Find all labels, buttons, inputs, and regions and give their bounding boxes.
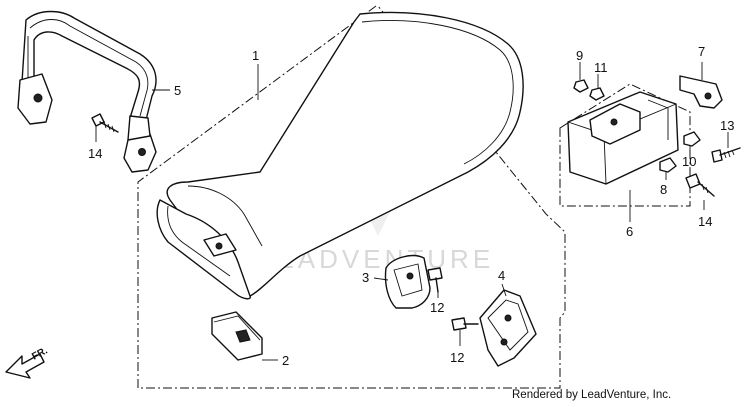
- leader-4: [501, 283, 507, 297]
- part-label-2: 2: [282, 353, 289, 368]
- part-label-7: 7: [698, 44, 705, 59]
- plate: [211, 311, 263, 361]
- grab-rail: [17, 10, 157, 173]
- nut-11: [589, 87, 605, 101]
- front-arrow-label: FR.: [30, 345, 50, 362]
- grommet-10: [683, 131, 701, 147]
- bolt-12-lower: [451, 317, 479, 331]
- part-label-10: 10: [682, 154, 696, 169]
- leader-3: [373, 277, 389, 281]
- front-arrow: FR.: [5, 345, 50, 379]
- grommet-8: [659, 157, 677, 173]
- bolt-12-upper: [427, 267, 443, 293]
- part-label-11: 11: [594, 60, 608, 75]
- part-label-14-left: 14: [88, 146, 102, 161]
- part-label-13: 13: [720, 118, 734, 133]
- part-label-4: 4: [498, 268, 505, 283]
- bolt-14-right: [685, 173, 715, 197]
- part-label-3: 3: [362, 270, 369, 285]
- seat: [156, 11, 524, 300]
- credit-text: Rendered by LeadVenture, Inc.: [512, 389, 671, 401]
- tool-box: [567, 91, 679, 185]
- part-label-5: 5: [174, 83, 181, 98]
- part-label-14-right: 14: [698, 214, 712, 229]
- part-label-1: 1: [252, 48, 259, 63]
- bracket-4: [479, 289, 537, 367]
- part-label-9: 9: [576, 48, 583, 63]
- screw-13: [711, 147, 741, 163]
- assembly-boundary-toolbox: [559, 83, 691, 207]
- bracket-3: [384, 254, 431, 309]
- part-label-12-lower: 12: [450, 350, 464, 365]
- bolt-14-left: [91, 113, 119, 133]
- part-label-6: 6: [626, 224, 633, 239]
- assembly-boundary-seat: [137, 5, 566, 389]
- stay: [679, 75, 723, 109]
- nut-9: [573, 79, 589, 93]
- part-label-12-upper: 12: [430, 300, 444, 315]
- part-label-8: 8: [660, 182, 667, 197]
